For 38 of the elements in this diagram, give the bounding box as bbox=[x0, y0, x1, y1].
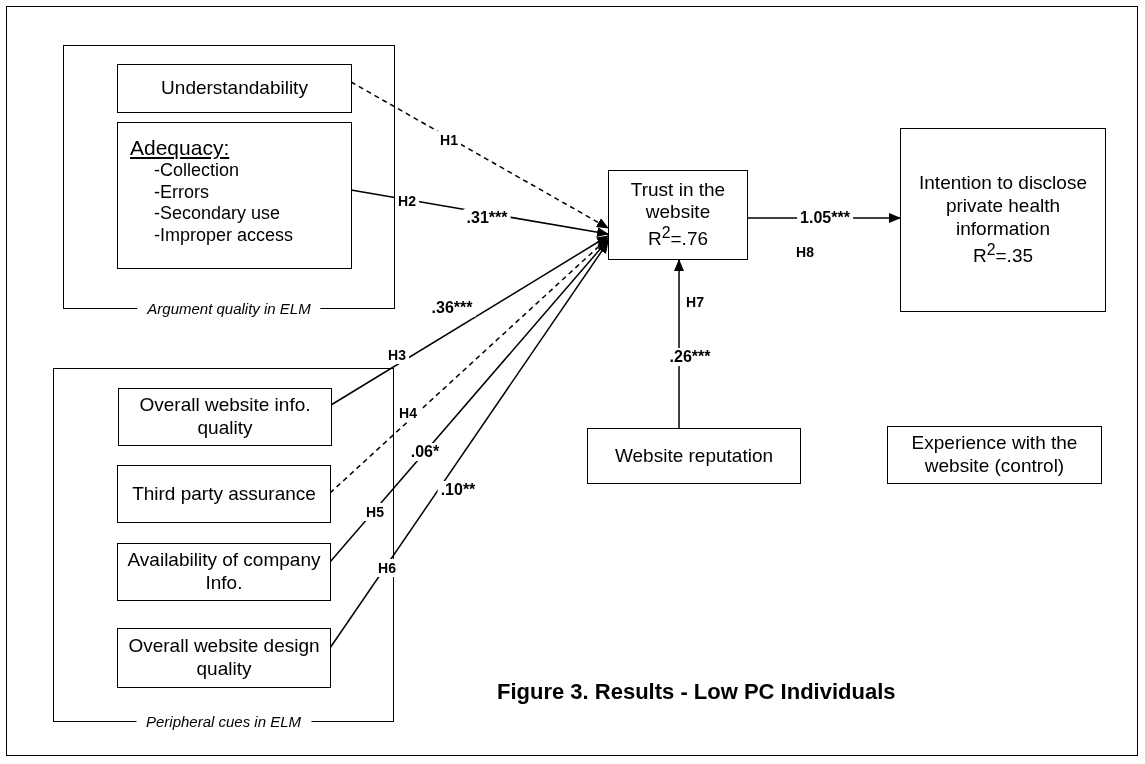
construct-box bbox=[887, 426, 1102, 484]
group-title: Argument quality in ELM bbox=[137, 300, 321, 318]
dimension-item: -Improper access bbox=[153, 224, 294, 247]
dimension-item: -Errors bbox=[153, 181, 209, 204]
hypothesis-label: H5 bbox=[363, 503, 387, 521]
construct-name: Trust in the website bbox=[629, 178, 727, 225]
path-arrow bbox=[330, 235, 609, 406]
dimension-item: -Secondary use bbox=[153, 203, 281, 225]
construct-heading: Adequacy: bbox=[130, 135, 230, 161]
construct-box bbox=[117, 465, 331, 523]
construct-name: Third party assurance bbox=[132, 482, 316, 506]
hypothesis-label: H1 bbox=[437, 131, 461, 149]
path-arrow bbox=[329, 241, 609, 649]
construct-name: Overall website info. quality bbox=[138, 394, 312, 440]
construct-name: Intention to disclose private health information bbox=[918, 172, 1088, 241]
group-title: Peripheral cues in ELM bbox=[135, 713, 312, 731]
construct-box bbox=[608, 170, 748, 260]
hypothesis-label: H6 bbox=[375, 559, 399, 577]
construct-box bbox=[900, 128, 1106, 312]
construct-name: Website reputation bbox=[614, 444, 774, 468]
construct-name: Availability of company Info. bbox=[126, 549, 322, 595]
construct-box bbox=[587, 428, 801, 484]
construct-box bbox=[117, 122, 352, 269]
path-arrow bbox=[350, 81, 609, 229]
r-squared: R$^{2}$=.76 bbox=[647, 224, 709, 252]
path-arrow bbox=[329, 237, 609, 494]
path-arrow bbox=[674, 259, 684, 429]
figure-caption: Figure 3. Results - Low PC Individuals bbox=[497, 679, 896, 705]
construct-name: Overall website design quality bbox=[127, 635, 321, 681]
construct-box bbox=[117, 543, 331, 601]
construct-box bbox=[118, 388, 332, 446]
construct-name: Understandability bbox=[161, 77, 308, 100]
path-arrow bbox=[329, 239, 609, 563]
construct-name: Experience with the website (control) bbox=[910, 432, 1079, 478]
r-squared: R$^{2}$=.35 bbox=[972, 240, 1034, 268]
construct-box bbox=[117, 64, 352, 113]
construct-box bbox=[117, 628, 331, 688]
dimension-item: -Collection bbox=[153, 160, 240, 182]
